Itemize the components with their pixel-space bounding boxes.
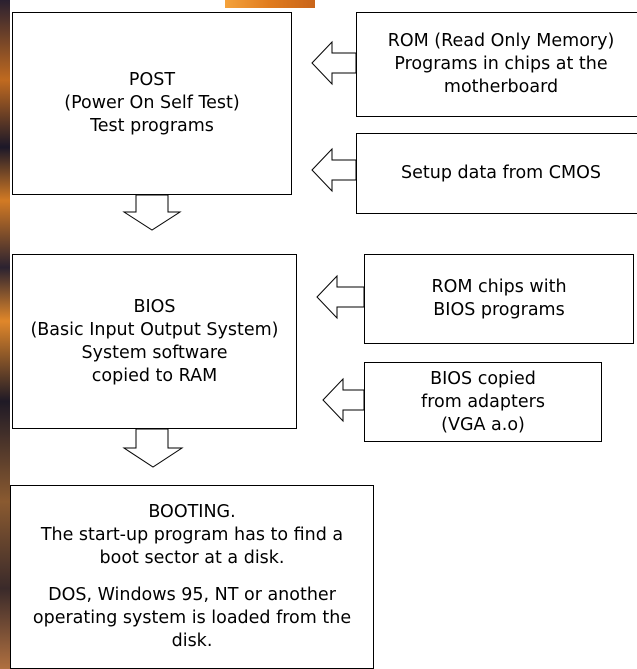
booting-box: BOOTING. The start-up program has to fin…	[10, 485, 374, 669]
booting-line-3: boot sector at a disk.	[99, 548, 285, 568]
cmos-line-1: Setup data from CMOS	[401, 163, 601, 183]
booting-line-6: disk.	[171, 631, 213, 651]
left-edge-photo	[0, 0, 10, 669]
post-subtitle: (Power On Self Test)	[64, 93, 240, 113]
post-title: POST	[128, 70, 176, 90]
rom-chips-line-2: BIOS programs	[433, 300, 565, 320]
rom-line-1: ROM (Read Only Memory)	[387, 31, 615, 51]
arrow-adapters-to-bios	[322, 377, 365, 423]
post-box: POST (Power On Self Test) Test programs	[12, 12, 292, 195]
arrow-rom-to-post	[311, 40, 357, 86]
bios-line-4: copied to RAM	[91, 365, 218, 386]
bios-adapters-box: BIOS copied from adapters (VGA a.o)	[364, 362, 602, 442]
booting-line-2: The start-up program has to find a	[40, 525, 344, 545]
bios-adapters-line-3: (VGA a.o)	[441, 414, 525, 435]
rom-box: ROM (Read Only Memory) Programs in chips…	[356, 12, 637, 117]
rom-line-2: Programs in chips at the	[394, 54, 608, 74]
rom-chips-line-1: ROM chips with	[431, 277, 567, 297]
booting-line-4: DOS, Windows 95, NT or another	[48, 585, 336, 605]
top-edge-photo	[225, 0, 315, 8]
arrow-cmos-to-post	[311, 147, 357, 193]
booting-line-5: operating system is loaded from the	[32, 608, 352, 628]
arrow-romchips-to-bios	[316, 274, 365, 320]
bios-adapters-line-2: from adapters	[421, 391, 545, 412]
bios-adapters-line-1: BIOS copied	[430, 368, 536, 389]
booting-title: BOOTING.	[148, 502, 236, 522]
arrow-bios-to-booting	[122, 428, 184, 468]
rom-chips-box: ROM chips with BIOS programs	[364, 254, 634, 344]
bios-title: BIOS	[133, 296, 176, 317]
post-description: Test programs	[90, 116, 214, 136]
bios-box: BIOS (Basic Input Output System) System …	[12, 254, 297, 429]
bios-subtitle: (Basic Input Output System)	[30, 319, 279, 340]
rom-line-3: motherboard	[443, 77, 559, 97]
bios-line-3: System software	[81, 342, 228, 363]
arrow-post-to-bios	[122, 194, 182, 231]
